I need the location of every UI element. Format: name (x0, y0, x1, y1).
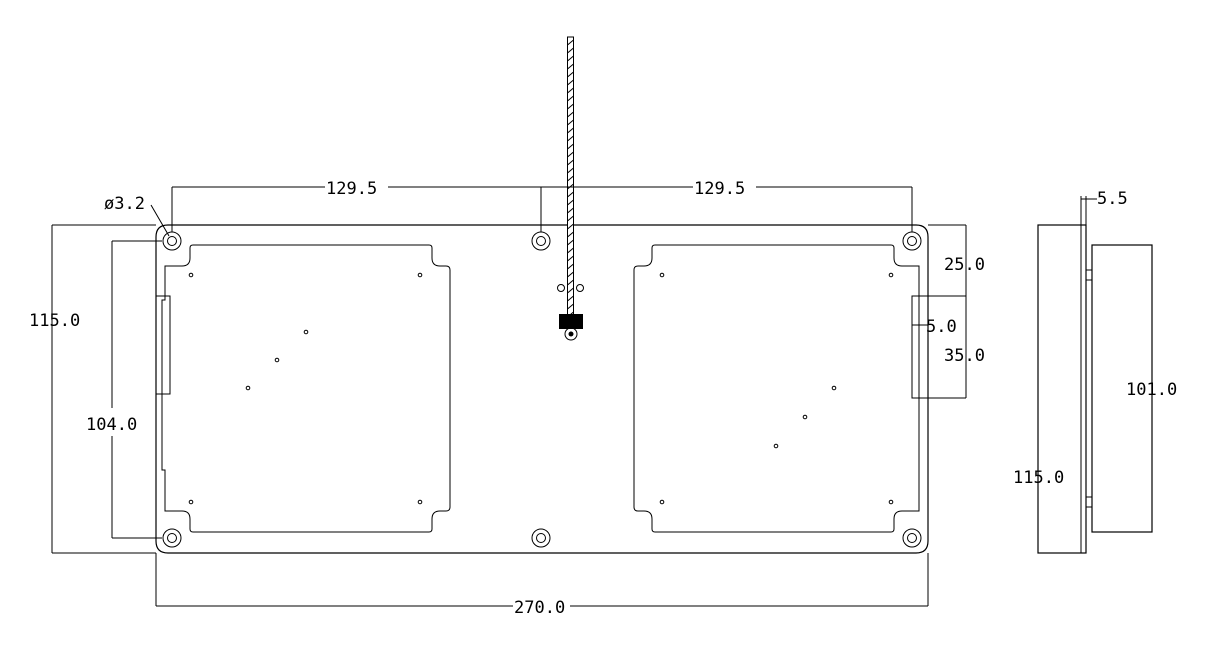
side-module (1091, 244, 1153, 533)
dim-label-hole-diameter: ø3.2 (104, 194, 145, 214)
right-panel-outline (633, 244, 920, 533)
dim-label-total-height: 115.0 (29, 311, 80, 331)
dim-top-spacing: 129.5 129.5 (171, 179, 913, 232)
mounting-hole-bottom-center (531, 528, 551, 548)
dim-right-side: 25.0 5.0 35.0 (912, 224, 985, 399)
dim-total-width: 270.0 (155, 553, 929, 618)
front-view: 129.5 129.5 ø3.2 115.0 104.0 (29, 36, 985, 618)
cable (557, 36, 584, 341)
cable-gland (559, 314, 583, 329)
dim-label-side-thickness: 5.5 (1097, 189, 1128, 209)
mounting-hole-bottom-right (902, 528, 922, 548)
dim-inner-height: 104.0 (86, 240, 162, 539)
left-panel-outline (161, 244, 451, 533)
dim-label-inner-height: 104.0 (86, 415, 137, 435)
side-view: 5.5 115.0 101.0 (1013, 189, 1177, 554)
dim-label-total-width: 270.0 (514, 598, 565, 618)
dim-label-notch-depth: 5.0 (926, 317, 957, 337)
right-panel-screw-dots (659, 272, 894, 505)
side-plate-lip (1080, 224, 1087, 554)
mounting-hole-top-left (162, 231, 182, 251)
dim-label-top-offset: 25.0 (944, 255, 985, 275)
right-side-notch (911, 295, 928, 399)
dim-total-height: 115.0 (29, 224, 156, 554)
left-side-notch (156, 295, 171, 395)
left-panel-screw-dots (188, 272, 423, 505)
dim-label-notch-height: 35.0 (944, 346, 985, 366)
dim-label-side-inner-height: 101.0 (1126, 380, 1177, 400)
dim-label-side-height: 115.0 (1013, 468, 1064, 488)
side-plate (1037, 224, 1087, 554)
dim-hole-diameter: ø3.2 (104, 194, 170, 237)
mounting-hole-top-right (902, 231, 922, 251)
mounting-hole-top-center (531, 231, 551, 251)
dim-label-spacing-left: 129.5 (326, 179, 377, 199)
dim-label-spacing-right: 129.5 (694, 179, 745, 199)
plate-outline (155, 224, 929, 554)
mounting-hole-bottom-left (162, 528, 182, 548)
